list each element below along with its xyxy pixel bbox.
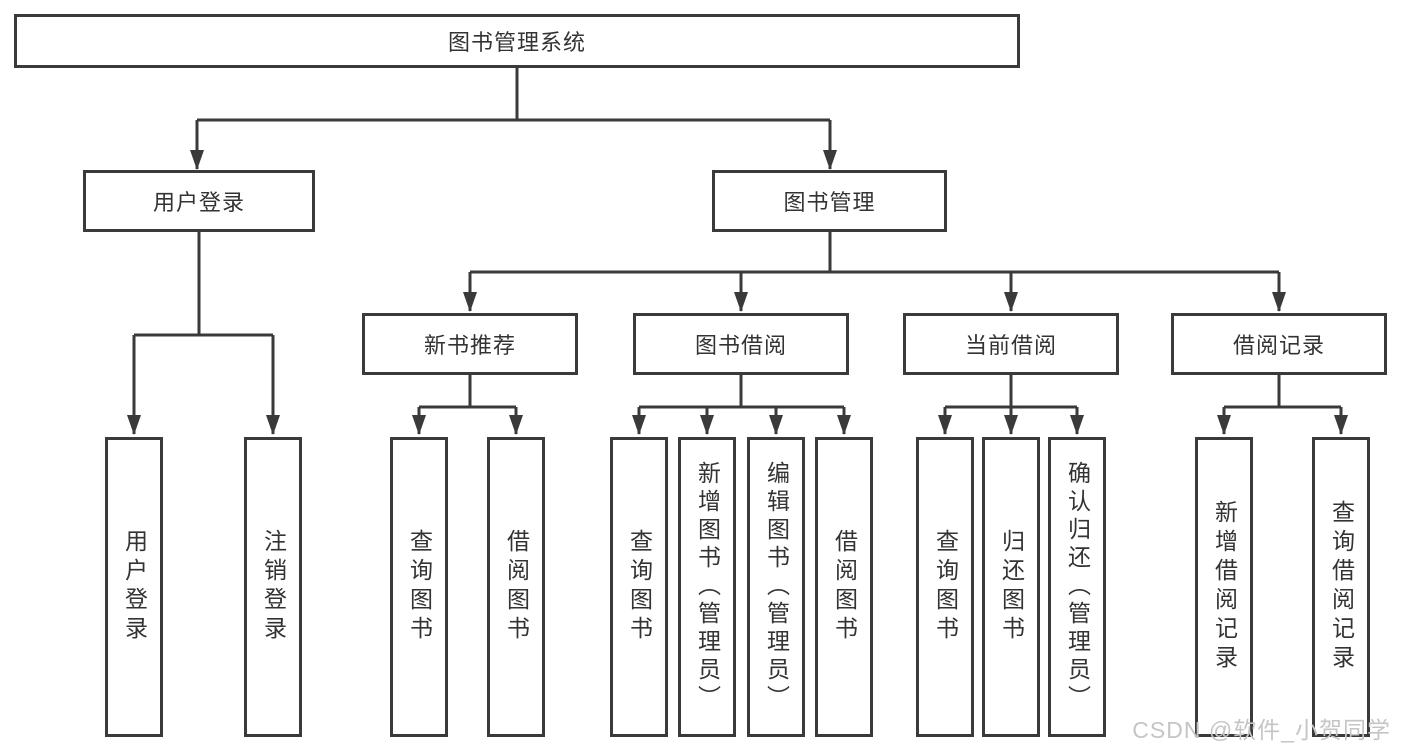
connector-root-trunk [197, 68, 830, 122]
node-root: 图书管理系统 [14, 14, 1020, 68]
node-label: 查询图书 [406, 529, 433, 645]
node-br-query-record: 查询借阅记录 [1312, 437, 1370, 737]
node-cb-return-books: 归还图书 [982, 437, 1040, 737]
node-borrow-record: 借阅记录 [1171, 313, 1387, 375]
connector-br-trunk [1224, 375, 1341, 409]
node-label: 新增图书（管理员） [694, 461, 721, 713]
csdn-watermark: CSDN @软件_小贺同学 [1132, 717, 1391, 743]
connector-cb-trunk [945, 375, 1077, 409]
connector-nbr-trunk [419, 375, 516, 409]
node-bb-borrow-books: 借阅图书 [815, 437, 873, 737]
node-label: 确认归还（管理员） [1064, 461, 1091, 713]
node-label: 查询图书 [626, 529, 653, 645]
node-bb-edit-books-admin: 编辑图书（管理员） [747, 437, 805, 737]
node-nbr-query-books: 查询图书 [390, 437, 448, 737]
node-label: 查询借阅记录 [1328, 500, 1355, 674]
node-label: 用户登录 [121, 529, 148, 645]
connector-user-login-trunk [134, 232, 273, 337]
connector-bb-trunk [639, 375, 844, 409]
node-label: 借阅图书 [831, 529, 858, 645]
node-label: 新增借阅记录 [1211, 500, 1238, 674]
node-user-login: 用户登录 [83, 170, 315, 232]
connector-book-mgmt-trunk [470, 232, 1279, 274]
node-new-book-rec: 新书推荐 [362, 313, 578, 375]
node-book-mgmt: 图书管理 [712, 170, 947, 232]
node-bb-add-books-admin: 新增图书（管理员） [678, 437, 736, 737]
node-cb-confirm-return-admin: 确认归还（管理员） [1048, 437, 1106, 737]
node-cb-query-books: 查询图书 [916, 437, 974, 737]
node-nbr-borrow-books: 借阅图书 [487, 437, 545, 737]
node-current-borrow: 当前借阅 [903, 313, 1119, 375]
node-br-add-record: 新增借阅记录 [1195, 437, 1253, 737]
node-bb-query-books: 查询图书 [610, 437, 668, 737]
node-label: 编辑图书（管理员） [763, 461, 790, 713]
node-login-vertical: 用户登录 [105, 437, 163, 737]
node-label: 归还图书 [998, 529, 1025, 645]
node-label: 借阅图书 [503, 529, 530, 645]
node-label: 注销登录 [260, 529, 287, 645]
node-label: 查询图书 [932, 529, 959, 645]
node-logout-vertical: 注销登录 [244, 437, 302, 737]
node-book-borrow: 图书借阅 [633, 313, 849, 375]
